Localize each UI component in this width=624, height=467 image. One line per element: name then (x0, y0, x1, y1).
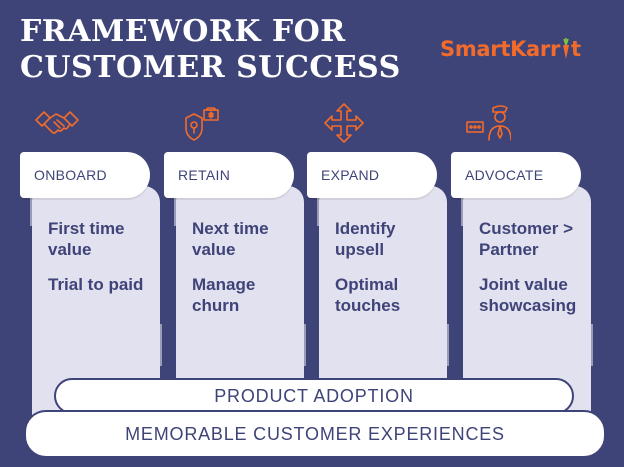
customer-experiences-bar: MEMORABLE CUSTOMER EXPERIENCES (24, 410, 606, 458)
list-item: Joint value showcasing (479, 275, 577, 315)
bar-label: MEMORABLE CUSTOMER EXPERIENCES (125, 423, 505, 444)
column-advocate: ADVOCATE Customer > Partner Joint value … (451, 100, 593, 430)
list-item: Manage churn (192, 275, 256, 315)
tab-label: EXPAND (321, 167, 380, 183)
list-item: Customer > Partner (479, 219, 573, 259)
product-adoption-bar: PRODUCT ADOPTION (54, 378, 574, 414)
expand-arrows-icon (324, 103, 364, 143)
logo-text-2: artKarr (476, 37, 561, 61)
column-retain: RETAIN Next time value Manage churn (164, 100, 306, 430)
column-onboard: ONBOARD First time value Trial to paid (20, 100, 162, 430)
list-item: Trial to paid (48, 275, 144, 294)
tab-label: ONBOARD (34, 167, 107, 183)
tab-onboard: ONBOARD (20, 152, 150, 198)
tab-advocate: ADVOCATE (451, 152, 581, 198)
tab-label: ADVOCATE (465, 167, 544, 183)
list-item: Next time value (192, 219, 269, 259)
customer-partner-icon (466, 105, 511, 141)
tab-retain: RETAIN (164, 152, 294, 198)
list-item: Optimal touches (335, 275, 401, 315)
tab-label: RETAIN (178, 167, 231, 183)
page-title: FRAMEWORK FOR CUSTOMER SUCCESS (20, 14, 440, 86)
logo-text-1: Sm (440, 37, 477, 61)
title-line-2: CUSTOMER SUCCESS (20, 50, 401, 85)
logo-text-3: t (571, 37, 581, 61)
list-item: Identify upsell (335, 219, 396, 259)
title-line-1: FRAMEWORK FOR (20, 14, 346, 49)
money-shield-icon (185, 107, 219, 141)
column-expand: EXPAND Identify upsell Optimal touches (307, 100, 449, 430)
tab-expand: EXPAND (307, 152, 437, 198)
handshake-icon (35, 111, 79, 134)
carrot-icon (563, 38, 570, 59)
bar-label: PRODUCT ADOPTION (214, 385, 414, 406)
list-item: First time value (48, 219, 125, 259)
